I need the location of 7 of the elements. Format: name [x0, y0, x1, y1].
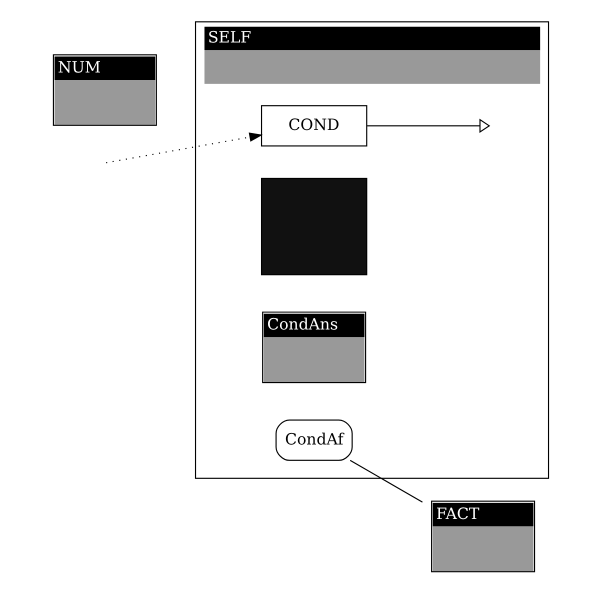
node-triangle [478, 118, 490, 134]
arrow [106, 132, 262, 164]
connector [349, 460, 422, 503]
node-box: COND [260, 105, 367, 147]
node-box [260, 178, 367, 276]
connector [366, 125, 480, 126]
node-box: CondAf [275, 420, 352, 461]
